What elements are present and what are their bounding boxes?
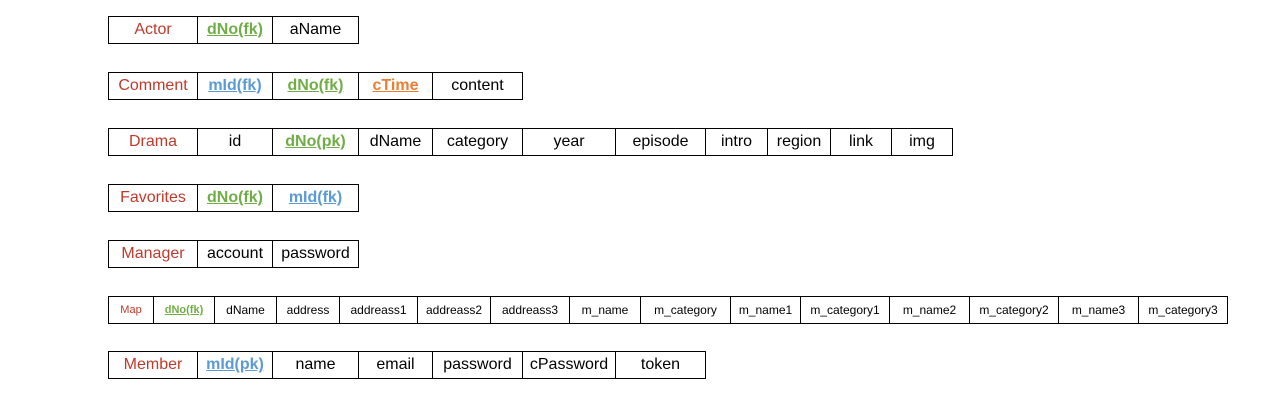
field-mid-pk: mId(pk) (197, 351, 273, 379)
table-name-map: Map (108, 296, 154, 324)
field-link: link (830, 128, 892, 156)
field-password: password (272, 240, 359, 268)
table-row: Comment mId(fk) dNo(fk) cTime content (108, 72, 523, 100)
field-m-category3: m_category3 (1138, 296, 1228, 324)
table-name-comment: Comment (108, 72, 198, 100)
field-address: address (276, 296, 340, 324)
table-map: Map dNo(fk) dName address addreass1 addr… (108, 296, 1228, 324)
table-name-favorites: Favorites (108, 184, 198, 212)
field-m-name2: m_name2 (889, 296, 970, 324)
field-m-category: m_category (640, 296, 731, 324)
field-ctime: cTime (358, 72, 433, 100)
field-content: content (432, 72, 523, 100)
table-name-manager: Manager (108, 240, 198, 268)
table-actor: Actor dNo(fk) aName (108, 16, 359, 44)
field-dno-pk: dNo(pk) (272, 128, 359, 156)
table-name-member: Member (108, 351, 198, 379)
field-dname: dName (358, 128, 433, 156)
table-manager: Manager account password (108, 240, 359, 268)
table-row: Member mId(pk) name email password cPass… (108, 351, 706, 379)
table-row: Actor dNo(fk) aName (108, 16, 359, 44)
table-drama: Drama id dNo(pk) dName category year epi… (108, 128, 953, 156)
table-row: Manager account password (108, 240, 359, 268)
field-account: account (197, 240, 273, 268)
field-m-name1: m_name1 (730, 296, 801, 324)
table-member: Member mId(pk) name email password cPass… (108, 351, 706, 379)
field-addreass3: addreass3 (490, 296, 570, 324)
table-row: Map dNo(fk) dName address addreass1 addr… (108, 296, 1228, 324)
field-addreass1: addreass1 (339, 296, 418, 324)
table-favorites: Favorites dNo(fk) mId(fk) (108, 184, 359, 212)
field-dno-fk: dNo(fk) (153, 296, 215, 324)
field-m-category2: m_category2 (969, 296, 1059, 324)
field-m-category1: m_category1 (800, 296, 890, 324)
field-region: region (767, 128, 831, 156)
field-img: img (891, 128, 953, 156)
table-name-drama: Drama (108, 128, 198, 156)
field-episode: episode (615, 128, 706, 156)
field-dno-fk: dNo(fk) (272, 72, 359, 100)
table-row: Drama id dNo(pk) dName category year epi… (108, 128, 953, 156)
field-cpassword: cPassword (522, 351, 616, 379)
field-email: email (358, 351, 433, 379)
field-dno-fk: dNo(fk) (197, 16, 273, 44)
field-year: year (522, 128, 616, 156)
field-mid-fk: mId(fk) (197, 72, 273, 100)
field-token: token (615, 351, 706, 379)
field-id: id (197, 128, 273, 156)
field-category: category (432, 128, 523, 156)
field-dno-fk: dNo(fk) (197, 184, 273, 212)
field-mid-fk: mId(fk) (272, 184, 359, 212)
field-aname: aName (272, 16, 359, 44)
field-name: name (272, 351, 359, 379)
field-m-name3: m_name3 (1058, 296, 1139, 324)
field-dname: dName (214, 296, 277, 324)
field-addreass2: addreass2 (417, 296, 491, 324)
table-name-actor: Actor (108, 16, 198, 44)
table-comment: Comment mId(fk) dNo(fk) cTime content (108, 72, 523, 100)
table-row: Favorites dNo(fk) mId(fk) (108, 184, 359, 212)
field-password: password (432, 351, 523, 379)
field-intro: intro (705, 128, 768, 156)
field-m-name: m_name (569, 296, 641, 324)
